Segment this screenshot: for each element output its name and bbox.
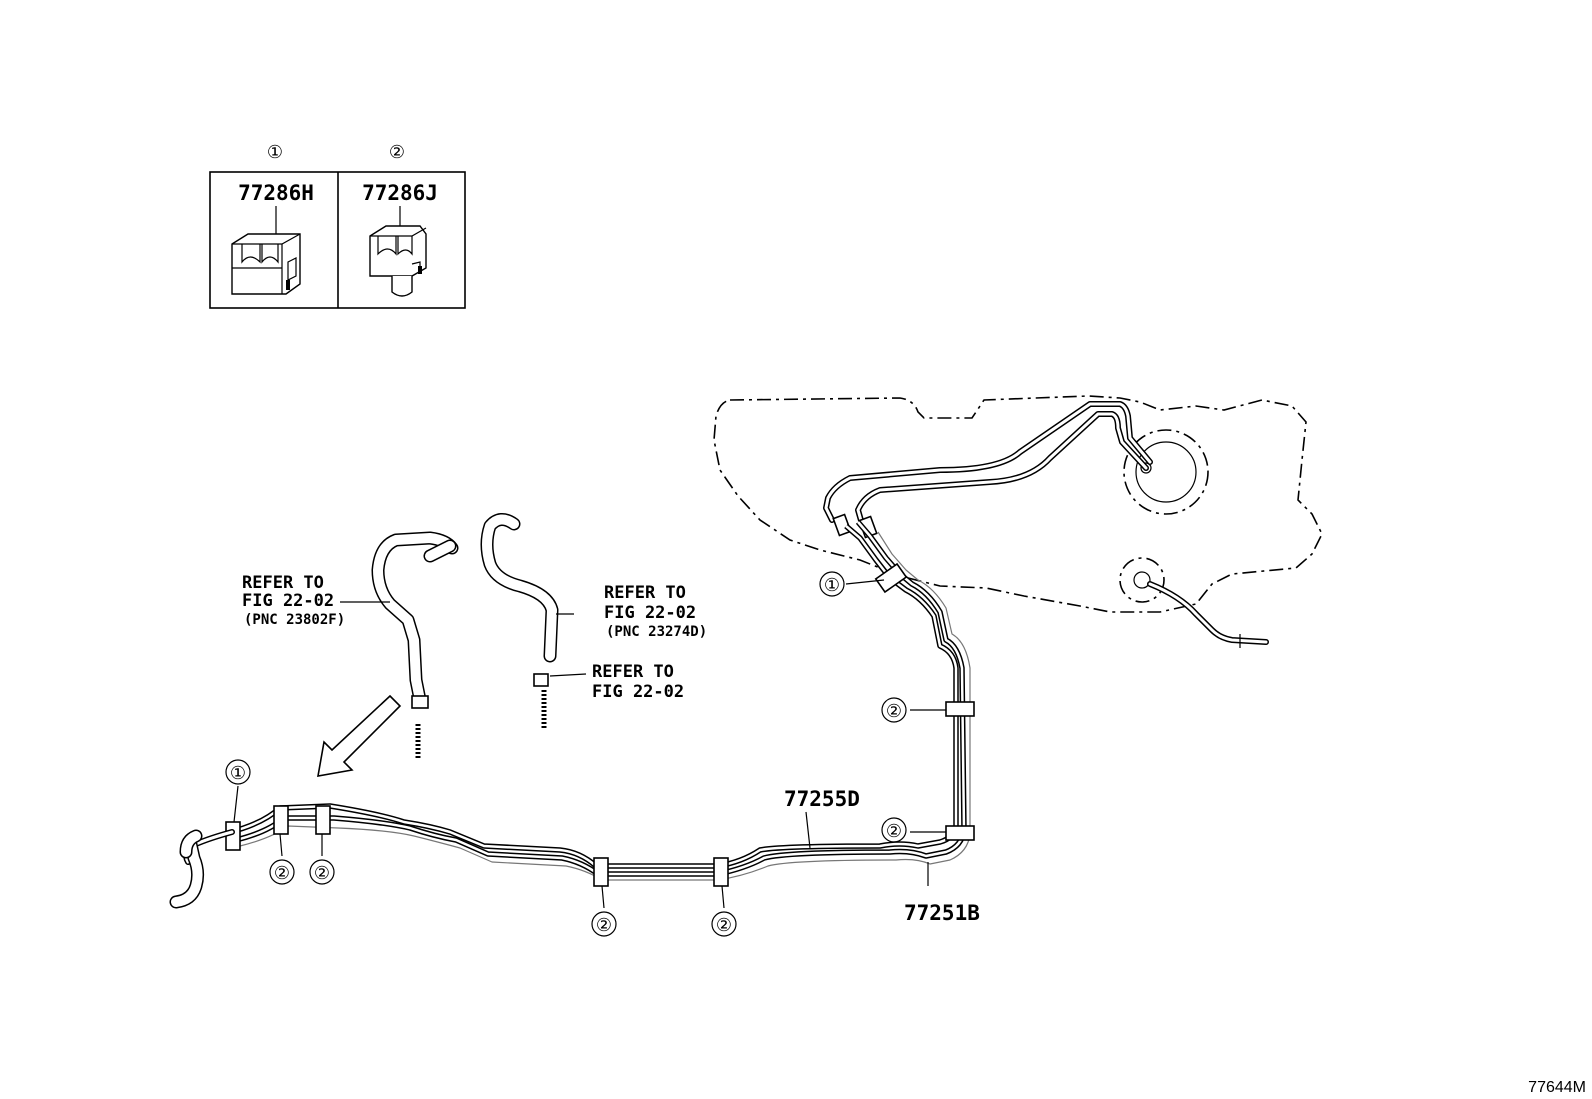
ref3-line1: REFER TO bbox=[592, 662, 674, 682]
svg-text:②: ② bbox=[314, 863, 330, 884]
sender-port bbox=[1133, 571, 1151, 589]
clamp-2-f bbox=[945, 701, 975, 717]
svg-text:①: ① bbox=[230, 763, 246, 784]
svg-text:②: ② bbox=[886, 821, 902, 842]
callout-1-upper: ① bbox=[819, 571, 845, 597]
reference-label-2: REFER TO FIG 22-02 (PNC 23274D) bbox=[604, 583, 707, 640]
ref1-line3: (PNC 23802F) bbox=[244, 612, 345, 628]
clamp-77286H-icon bbox=[231, 233, 301, 295]
legend-part-2: 77286J bbox=[362, 181, 438, 205]
clamp-2-c bbox=[593, 857, 609, 887]
part-number-77255D: 77255D bbox=[784, 787, 860, 811]
clamp-2-b bbox=[315, 805, 331, 835]
sender-ring bbox=[1119, 557, 1165, 603]
hose-23274D bbox=[480, 513, 559, 728]
ref1-line2: FIG 22-02 bbox=[242, 591, 334, 611]
fuel-pump-ring-inner bbox=[1135, 441, 1197, 503]
svg-text:②: ② bbox=[886, 701, 902, 722]
tank-pipes bbox=[823, 401, 1153, 539]
svg-text:①: ① bbox=[824, 575, 840, 596]
legend-item-1: ① 77286H bbox=[231, 142, 314, 295]
clamp-2-d bbox=[713, 857, 729, 887]
figure-code: 77644M bbox=[1528, 1079, 1586, 1096]
ref3-line2: FIG 22-02 bbox=[592, 682, 684, 702]
clamp-77286J-icon bbox=[369, 225, 427, 297]
clamp-legend: ① 77286H ② 77286J bbox=[209, 142, 466, 309]
callout-2-a: ② bbox=[269, 859, 295, 885]
svg-text:②: ② bbox=[716, 915, 732, 936]
fuel-pump-port bbox=[1140, 462, 1152, 474]
callout-2-d: ② bbox=[711, 911, 737, 937]
direction-arrow-icon bbox=[317, 694, 402, 777]
clamp-2-e bbox=[945, 825, 975, 841]
ref2-line3: (PNC 23274D) bbox=[606, 624, 707, 640]
callout-2-c: ② bbox=[591, 911, 617, 937]
legend-item-2: ② 77286J bbox=[362, 142, 438, 297]
pipe-end-hook bbox=[169, 829, 235, 909]
svg-text:②: ② bbox=[596, 915, 612, 936]
fuel-pump-ring-outer bbox=[1123, 429, 1209, 515]
legend-number-1: ① bbox=[267, 142, 283, 163]
callout-2-e: ② bbox=[881, 697, 907, 723]
svg-text:②: ② bbox=[274, 863, 290, 884]
legend-number-2: ② bbox=[389, 142, 405, 163]
fuel-tank-outline bbox=[713, 395, 1323, 613]
clamp-2-a bbox=[273, 805, 289, 835]
part-number-77251B: 77251B bbox=[904, 901, 980, 925]
ref2-line2: FIG 22-02 bbox=[604, 603, 696, 623]
fuel-pipe-bundle bbox=[229, 520, 971, 881]
leaders bbox=[233, 579, 946, 909]
reference-label-3: REFER TO FIG 22-02 bbox=[592, 662, 684, 702]
callout-2-f: ② bbox=[881, 817, 907, 843]
callout-1-left: ① bbox=[225, 759, 251, 785]
hose-23802F bbox=[371, 531, 459, 760]
ref1-line1: REFER TO bbox=[242, 573, 324, 593]
clamp-1-upper bbox=[874, 562, 908, 594]
callouts: ① ② ② ② ② ② ② ① bbox=[225, 571, 907, 937]
reference-label-1: REFER TO FIG 22-02 (PNC 23802F) bbox=[242, 573, 345, 628]
legend-part-1: 77286H bbox=[238, 181, 314, 205]
ref2-line1: REFER TO bbox=[604, 583, 686, 603]
callout-2-b: ② bbox=[309, 859, 335, 885]
